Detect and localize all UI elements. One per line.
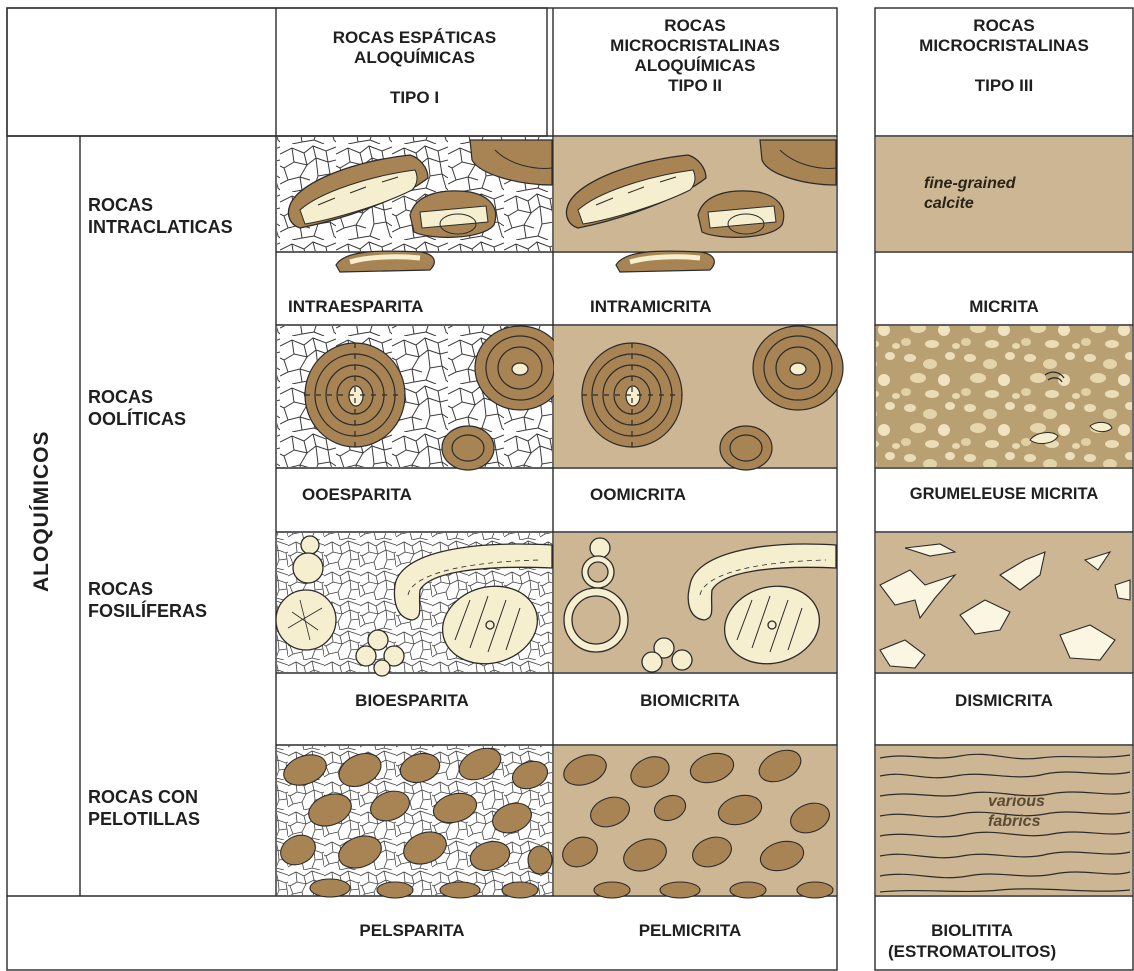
pelsparita-illustration (276, 742, 552, 898)
name-bioesparita: BIOESPARITA (355, 692, 469, 710)
name-intraesparita: INTRAESPARITA (288, 298, 423, 316)
name-intramicrita: INTRAMICRITA (590, 298, 712, 316)
header-tipo-1: ROCAS ESPÁTICAS ALOQUÍMICAS TIPO I (276, 28, 553, 108)
note-fine-grained-calcite: fine-grained calcite (924, 174, 1016, 214)
name-grumeleuse-micrita: GRUMELEUSE MICRITA (910, 486, 1099, 503)
name-micrita: MICRITA (969, 298, 1039, 316)
dismicrita-illustration (876, 533, 1132, 672)
oomicrita-illustration (554, 326, 843, 470)
name-biomicrita: BIOMICRITA (640, 692, 740, 710)
bioesparita-illustration (276, 533, 552, 676)
name-pelsparita: PELSPARITA (359, 922, 464, 940)
row-label-intraclaticas: ROCAS INTRACLATICAS (88, 194, 233, 238)
grumeleuse-illustration (876, 326, 1132, 467)
group-label-aloquimicos: ALOQUÍMICOS (30, 442, 54, 592)
name-pelmicrita: PELMICRITA (639, 922, 742, 940)
row-label-ooliticas: ROCAS OOLÍTICAS (88, 386, 186, 430)
ooesparita-illustration (277, 326, 565, 470)
name-ooesparita: OOESPARITA (302, 486, 412, 504)
biomicrita-illustration (554, 533, 836, 674)
name-biolitita: BIOLITITA (ESTROMATOLITOS) (888, 920, 1056, 962)
header-tipo-3: ROCAS MICROCRISTALINAS TIPO III (875, 16, 1133, 96)
name-oomicrita: OOMICRITA (590, 486, 686, 504)
header-tipo-2: ROCAS MICROCRISTALINAS ALOQUÍMICAS TIPO … (553, 16, 837, 96)
row-label-pelotillas: ROCAS CON PELOTILLAS (88, 786, 200, 830)
note-various-fabrics: various fabrics (988, 792, 1045, 832)
row-label-fosiliferas: ROCAS FOSILÍFERAS (88, 578, 207, 622)
pelmicrita-illustration (554, 744, 836, 898)
name-dismicrita: DISMICRITA (955, 692, 1053, 710)
